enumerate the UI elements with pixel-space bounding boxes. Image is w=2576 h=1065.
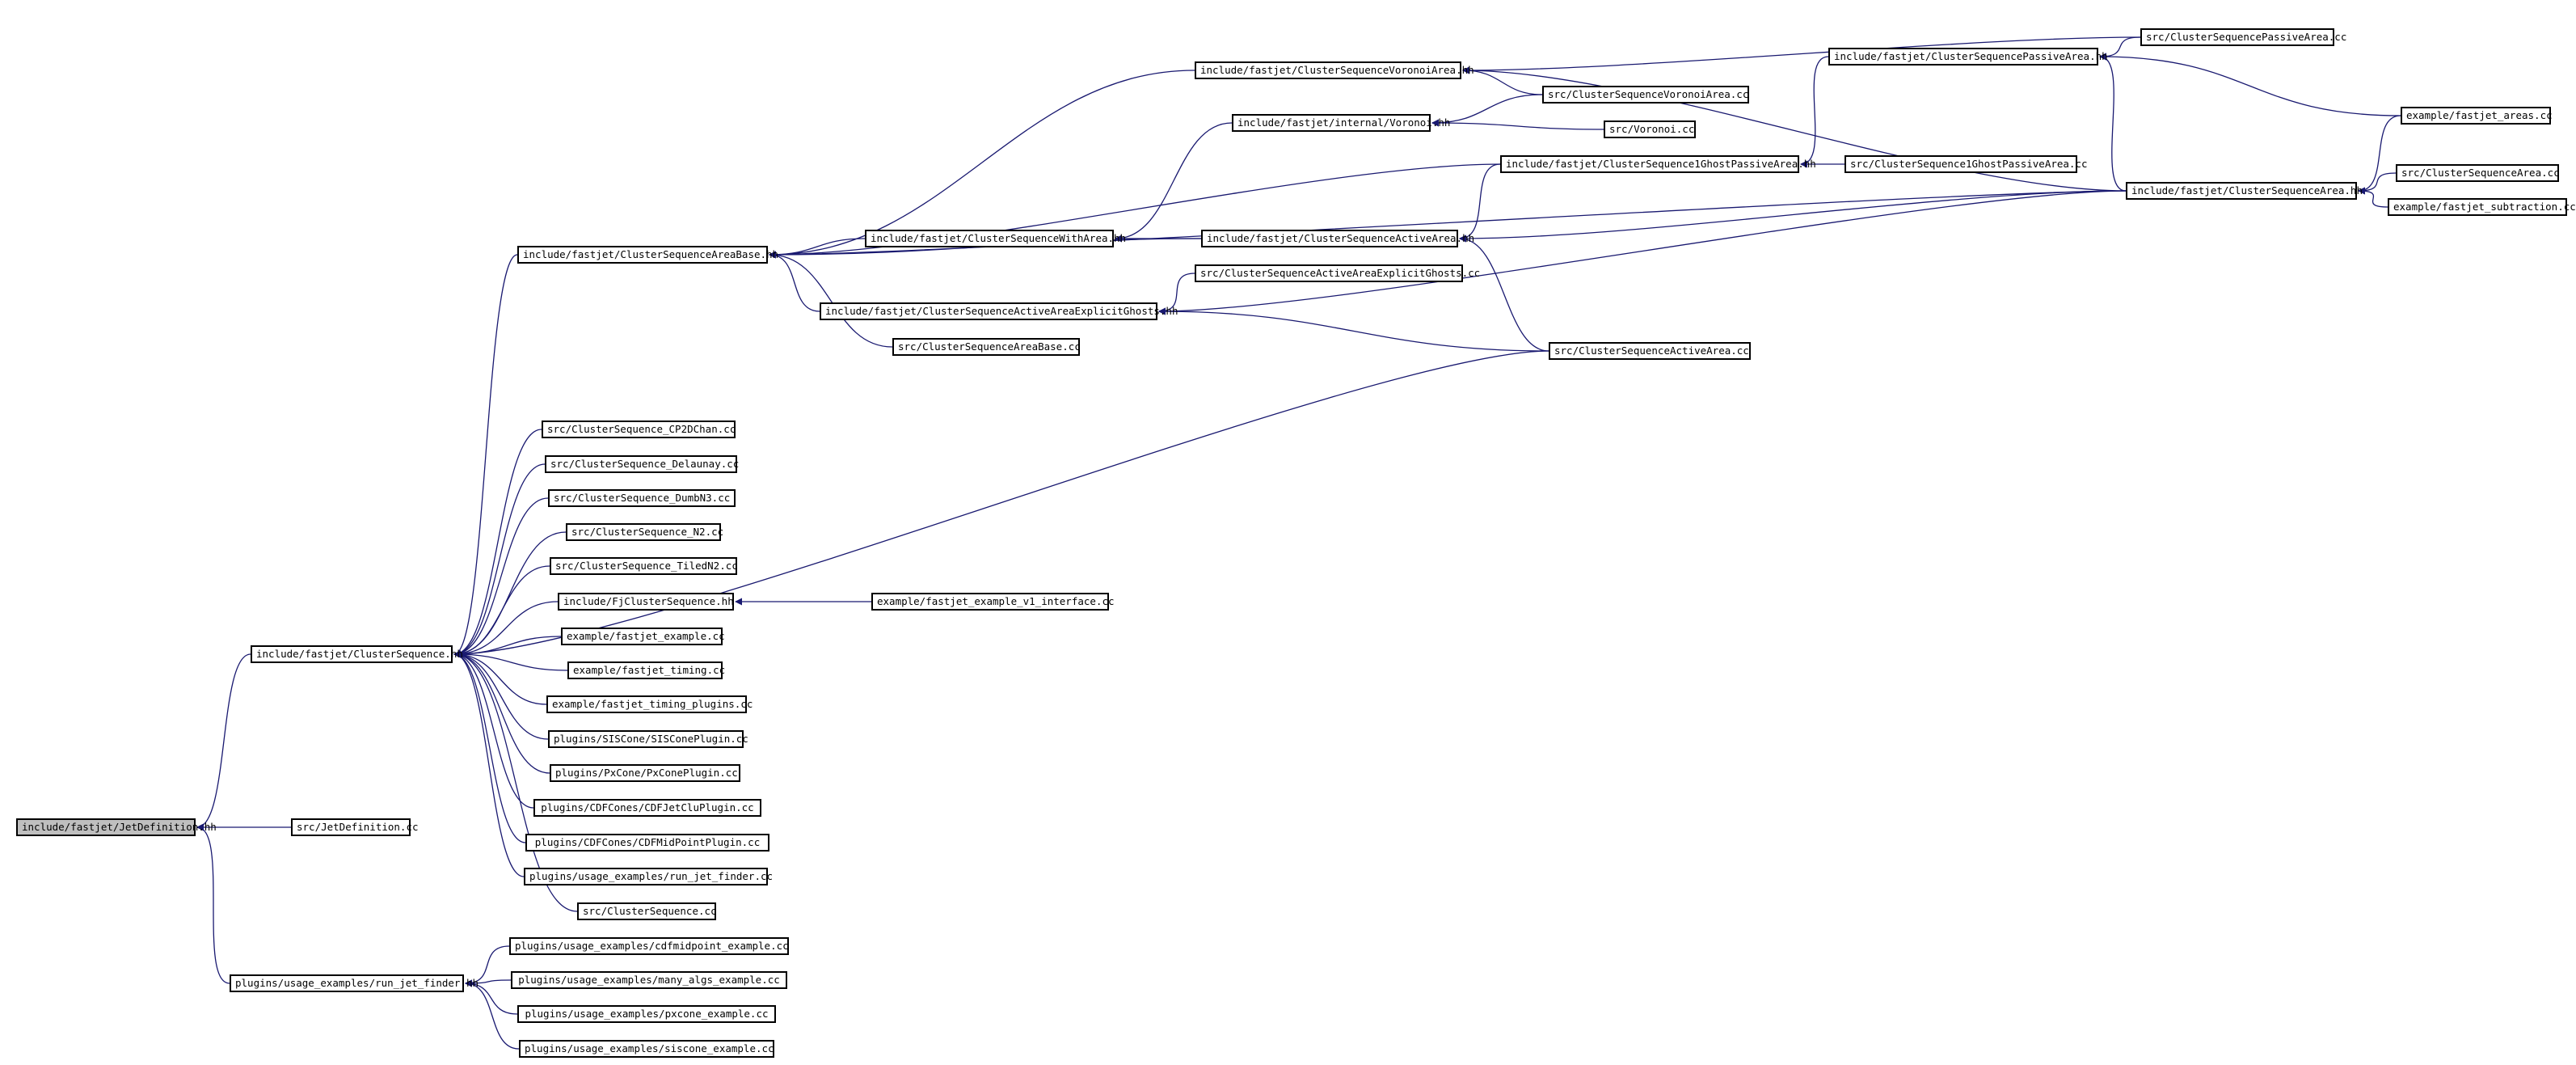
edge-cs-hh-to-jetdef-hh (196, 653, 251, 831)
graph-node-csa-hh[interactable]: include/fastjet/ClusterSequenceArea.hh (2126, 182, 2363, 200)
edge-ex-areas-to-cspa-hh (2099, 53, 2401, 116)
edge-cs-tiled-to-cs-hh (453, 565, 550, 658)
graph-node-csa-cc[interactable]: src/ClusterSequenceArea.cc (2396, 164, 2560, 182)
edge-csa-hh-to-cspa-hh (2099, 53, 2127, 192)
graph-node-ex-v1[interactable]: example/fastjet_example_v1_interface.cc (871, 593, 1115, 611)
graph-node-ex-sub[interactable]: example/fastjet_subtraction.cc (2388, 198, 2576, 216)
graph-node-sis-pl[interactable]: plugins/SISCone/SISConePlugin.cc (548, 730, 748, 748)
graph-node-cswa-hh[interactable]: include/fastjet/ClusterSequenceWithArea.… (865, 230, 1126, 247)
graph-node-csaaeg-hh[interactable]: include/fastjet/ClusterSequenceActiveAre… (820, 302, 1178, 320)
graph-node-rjf-cc[interactable]: plugins/usage_examples/run_jet_finder.cc (524, 868, 773, 885)
graph-node-ex-fj[interactable]: example/fastjet_example.cc (561, 628, 725, 645)
graph-node-ue-cdfmid[interactable]: plugins/usage_examples/cdfmidpoint_examp… (509, 937, 789, 955)
edge-ex-timing-to-cs-hh (453, 650, 568, 671)
graph-node-cs-cp2d[interactable]: src/ClusterSequence_CP2DChan.cc (542, 421, 736, 438)
graph-node-ex-areas[interactable]: example/fastjet_areas.cc (2401, 107, 2553, 125)
graph-node-jetdef-hh[interactable]: include/fastjet/JetDefinition.hh (16, 818, 217, 836)
graph-node-vor-cc[interactable]: src/Voronoi.cc (1604, 120, 1696, 138)
edge-csab-cc-to-csab-hh (769, 251, 893, 348)
edge-cs-cc-to-cs-hh (453, 650, 578, 912)
edge-csa-hh-to-csva-hh (1462, 66, 2127, 192)
graph-node-csva-cc[interactable]: src/ClusterSequenceVoronoiArea.cc (1542, 86, 1749, 104)
edge-ue-many-to-rjf-hh (465, 979, 512, 987)
edge-rjf-cc-to-cs-hh (453, 650, 525, 877)
edge-csa-hh-to-csab-hh (769, 190, 2127, 259)
edge-csab-hh-to-cs-hh (453, 254, 518, 658)
edge-ue-pxcone-to-rjf-hh (465, 979, 518, 1015)
edge-csva-cc-to-vor-hh (1431, 94, 1543, 127)
edge-cs-del-to-cs-hh (453, 463, 546, 658)
graph-node-ue-many[interactable]: plugins/usage_examples/many_algs_example… (511, 971, 787, 989)
edge-cspa-cc-to-csva-hh (1462, 36, 2141, 74)
graph-node-cs-cc[interactable]: src/ClusterSequence.cc (577, 902, 717, 920)
edge-cs-dumb-to-cs-hh (453, 497, 549, 658)
graph-node-csaa-cc[interactable]: src/ClusterSequenceActiveArea.cc (1549, 342, 1751, 360)
edge-px-pl-to-cs-hh (453, 650, 550, 774)
graph-node-ue-siscone[interactable]: plugins/usage_examples/siscone_example.c… (519, 1040, 774, 1058)
edge-cs1gpa-hh-to-csab-hh (769, 163, 1501, 259)
graph-node-cdfclu[interactable]: plugins/CDFCones/CDFJetCluPlugin.cc (533, 799, 761, 817)
edge-csaaeg-hh-to-csab-hh (769, 251, 820, 312)
edge-cspa-cc-to-cspa-hh (2099, 36, 2141, 61)
graph-node-cspa-cc[interactable]: src/ClusterSequencePassiveArea.cc (2140, 28, 2346, 46)
graph-node-px-pl[interactable]: plugins/PxCone/PxConePlugin.cc (550, 764, 740, 782)
edge-csaaeg-cc-to-csaaeg-hh (1158, 273, 1195, 315)
edge-cdfmid-to-cs-hh (453, 650, 526, 843)
graph-node-csva-hh[interactable]: include/fastjet/ClusterSequenceVoronoiAr… (1195, 61, 1474, 79)
graph-node-cs-n2[interactable]: src/ClusterSequence_N2.cc (566, 523, 723, 541)
graph-node-jetdef-cc[interactable]: src/JetDefinition.cc (291, 818, 419, 836)
edge-ex-areas-to-csa-hh (2358, 115, 2401, 195)
edge-ue-siscone-to-rjf-hh (465, 979, 520, 1050)
edge-cdfclu-to-cs-hh (453, 650, 534, 809)
edge-fjcs-hh-to-cs-hh (453, 601, 559, 658)
edge-sis-pl-to-cs-hh (453, 650, 549, 740)
edge-ex-sub-to-csa-hh (2358, 187, 2388, 208)
edge-csa-hh-to-csaa-hh (1459, 190, 2127, 243)
graph-node-cspa-hh[interactable]: include/fastjet/ClusterSequencePassiveAr… (1828, 48, 2108, 66)
graph-node-rjf-hh[interactable]: plugins/usage_examples/run_jet_finder.hh (230, 974, 479, 992)
graph-node-vor-hh[interactable]: include/fastjet/internal/Voronoi.hh (1232, 114, 1450, 132)
graph-node-cs1gpa-cc[interactable]: src/ClusterSequence1GhostPassiveArea.cc (1845, 155, 2088, 173)
dependency-edges (196, 36, 2401, 1050)
edge-ue-cdfmid-to-rjf-hh (465, 945, 510, 987)
edge-vor-cc-to-vor-hh (1431, 119, 1604, 130)
graph-node-cs1gpa-hh[interactable]: include/fastjet/ClusterSequence1GhostPas… (1500, 155, 1816, 173)
edge-csa-hh-to-csaaeg-hh (1158, 190, 2127, 315)
edge-cs-n2-to-cs-hh (453, 531, 567, 658)
graph-node-csaaeg-cc[interactable]: src/ClusterSequenceActiveAreaExplicitGho… (1195, 264, 1480, 282)
graph-node-ex-timing-pl[interactable]: example/fastjet_timing_plugins.cc (546, 695, 753, 713)
edge-csaa-cc-to-csaaeg-hh (1158, 307, 1549, 352)
graph-node-fjcs-hh[interactable]: include/FjClusterSequence.hh (558, 593, 734, 611)
graph-node-cdfmid[interactable]: plugins/CDFCones/CDFMidPointPlugin.cc (525, 834, 769, 852)
edge-cs1gpa-hh-to-csaa-hh (1459, 163, 1501, 243)
edge-cspa-hh-to-cs1gpa-hh (1800, 56, 1829, 168)
graph-node-cs-tiled[interactable]: src/ClusterSequence_TiledN2.cc (550, 557, 738, 575)
graph-node-csab-hh[interactable]: include/fastjet/ClusterSequenceAreaBase.… (517, 246, 778, 264)
edge-cs-cp2d-to-cs-hh (453, 429, 542, 658)
edge-ex-timing-pl-to-cs-hh (453, 650, 547, 705)
edge-csva-hh-to-csab-hh (769, 70, 1195, 259)
edge-rjf-hh-to-jetdef-hh (196, 823, 230, 984)
graph-node-cs-hh[interactable]: include/fastjet/ClusterSequence.hh (251, 645, 463, 663)
edge-vor-hh-to-cswa-hh (1115, 122, 1233, 243)
graph-node-cs-del[interactable]: src/ClusterSequence_Delaunay.cc (545, 455, 739, 473)
graph-node-csab-cc[interactable]: src/ClusterSequenceAreaBase.cc (892, 338, 1081, 356)
edge-csva-cc-to-csva-hh (1462, 66, 1543, 95)
edge-csaa-cc-to-csaa-hh (1459, 235, 1549, 352)
graph-node-ex-timing[interactable]: example/fastjet_timing.cc (567, 661, 725, 679)
graph-node-csaa-hh[interactable]: include/fastjet/ClusterSequenceActiveAre… (1201, 230, 1474, 247)
graph-node-ue-pxcone[interactable]: plugins/usage_examples/pxcone_example.cc (517, 1005, 776, 1023)
graph-node-cs-dumb[interactable]: src/ClusterSequence_DumbN3.cc (548, 489, 736, 507)
edge-csa-cc-to-csa-hh (2358, 172, 2397, 195)
